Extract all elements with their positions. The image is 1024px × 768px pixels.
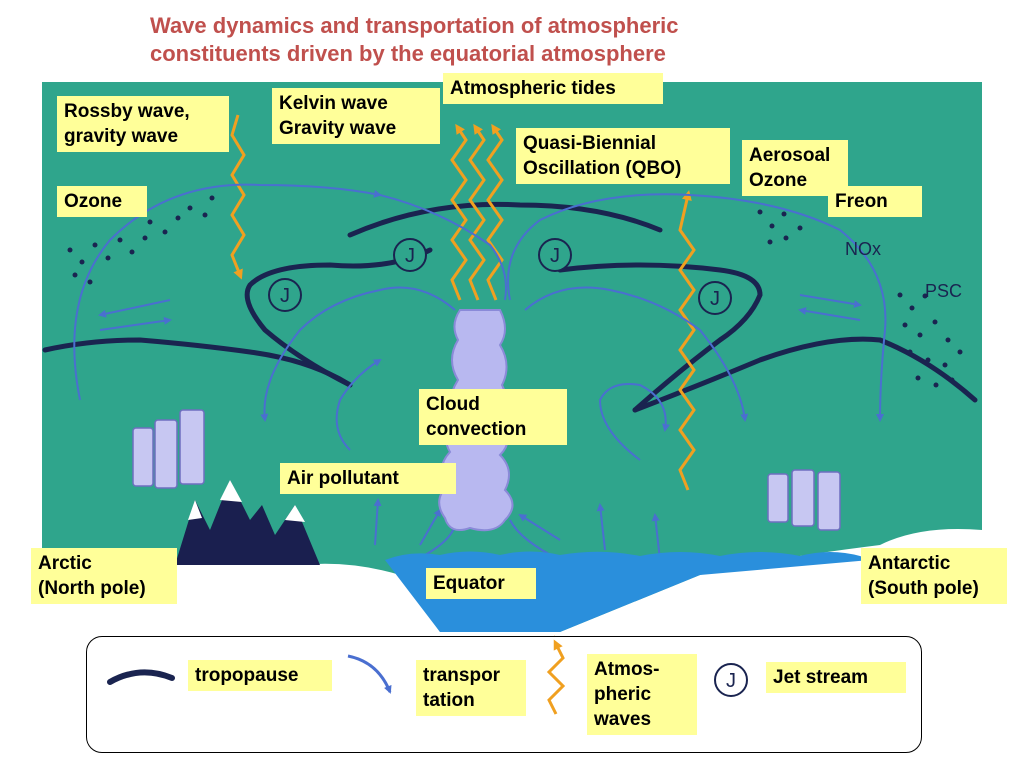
freon-label: Freon [828, 186, 922, 217]
cloud-convection-label: Cloud convection [419, 389, 567, 445]
kelvin-label-line1: Kelvin wave [279, 93, 388, 114]
antarctic-label: Antarctic (South pole) [861, 548, 1007, 604]
legend-jet-text: Jet stream [773, 667, 869, 688]
psc-text: PSC [925, 281, 962, 301]
legend-jet-stream-label: Jet stream [766, 662, 906, 693]
air-pollutant-label: Air pollutant [280, 463, 456, 494]
atmospheric-tides-label: Atmospheric tides [443, 73, 663, 104]
pollutant-label-text: Air pollutant [287, 468, 399, 489]
circled-j-icon [268, 278, 302, 312]
ozone-dots [67, 195, 963, 388]
kelvin-label-line2: Gravity wave [279, 118, 397, 139]
arctic-label-line1: Arctic [38, 553, 92, 574]
circled-j-icon [393, 238, 427, 272]
jet-stream-icons [268, 238, 732, 315]
aerosol-label-line1: Aerosoal [749, 145, 831, 166]
legend-tropopause-text: tropopause [195, 665, 299, 686]
ozone-label: Ozone [57, 186, 147, 217]
title-line-2: constituents driven by the equatorial at… [150, 41, 666, 66]
tides-label-text: Atmospheric tides [450, 78, 616, 99]
circled-j-icon [698, 281, 732, 315]
legend-frame [86, 636, 922, 753]
arctic-label: Arctic (North pole) [31, 548, 177, 604]
qbo-label: Quasi-Biennial Oscillation (QBO) [516, 128, 730, 184]
snow-mountain-icon [175, 480, 320, 565]
cloud-label-line2: convection [426, 419, 527, 440]
legend-tropopause-label: tropopause [188, 660, 332, 691]
antarctic-label-line2: (South pole) [868, 578, 979, 599]
circled-j-icon [714, 663, 748, 697]
equator-label: Equator [426, 568, 536, 599]
jet-j-2: J [405, 245, 415, 267]
cloud-label-line1: Cloud [426, 394, 480, 415]
qbo-label-line1: Quasi-Biennial [523, 133, 657, 154]
aerosol-label-line2: Ozone [749, 170, 808, 191]
legend-transportation-label: transpor tation [416, 660, 526, 716]
transport-arrows [73, 183, 887, 566]
antarctic-label-line1: Antarctic [868, 553, 951, 574]
legend-transport-line2: tation [423, 690, 475, 711]
tropopause-icon [107, 669, 175, 685]
rossby-label-line2: gravity wave [64, 126, 179, 147]
equator-label-text: Equator [433, 573, 505, 594]
title-line-1: Wave dynamics and transportation of atmo… [150, 13, 679, 38]
kelvin-gravity-wave-label: Kelvin wave Gravity wave [272, 88, 440, 144]
legend-waves-line2: pheric [594, 684, 652, 705]
atmospheric-wave-icon [546, 639, 566, 715]
legend-atmospheric-waves-label: Atmos- pheric waves [587, 654, 697, 735]
legend-j-symbol: J [726, 670, 736, 692]
polar-clouds [132, 409, 841, 531]
jet-j-4: J [710, 288, 720, 310]
arctic-label-line2: (North pole) [38, 578, 146, 599]
legend-waves-line3: waves [594, 709, 652, 730]
legend-waves-line1: Atmos- [594, 659, 660, 680]
wave-lines [230, 114, 696, 491]
transport-arrow-icon [347, 654, 392, 694]
aerosol-ozone-label: Aerosoal Ozone [742, 140, 848, 196]
circled-j-icon [538, 238, 572, 272]
nox-text: NOx [845, 239, 881, 259]
jet-j-1: J [280, 285, 290, 307]
rossby-gravity-wave-label: Rossby wave, gravity wave [57, 96, 229, 152]
page-title: Wave dynamics and transportation of atmo… [150, 12, 850, 68]
qbo-label-line2: Oscillation (QBO) [523, 158, 682, 179]
rossby-label-line1: Rossby wave, [64, 101, 190, 122]
freon-label-text: Freon [835, 191, 888, 212]
jet-j-3: J [550, 245, 560, 267]
legend-transport-line1: transpor [423, 665, 501, 686]
ozone-label-text: Ozone [64, 191, 123, 212]
